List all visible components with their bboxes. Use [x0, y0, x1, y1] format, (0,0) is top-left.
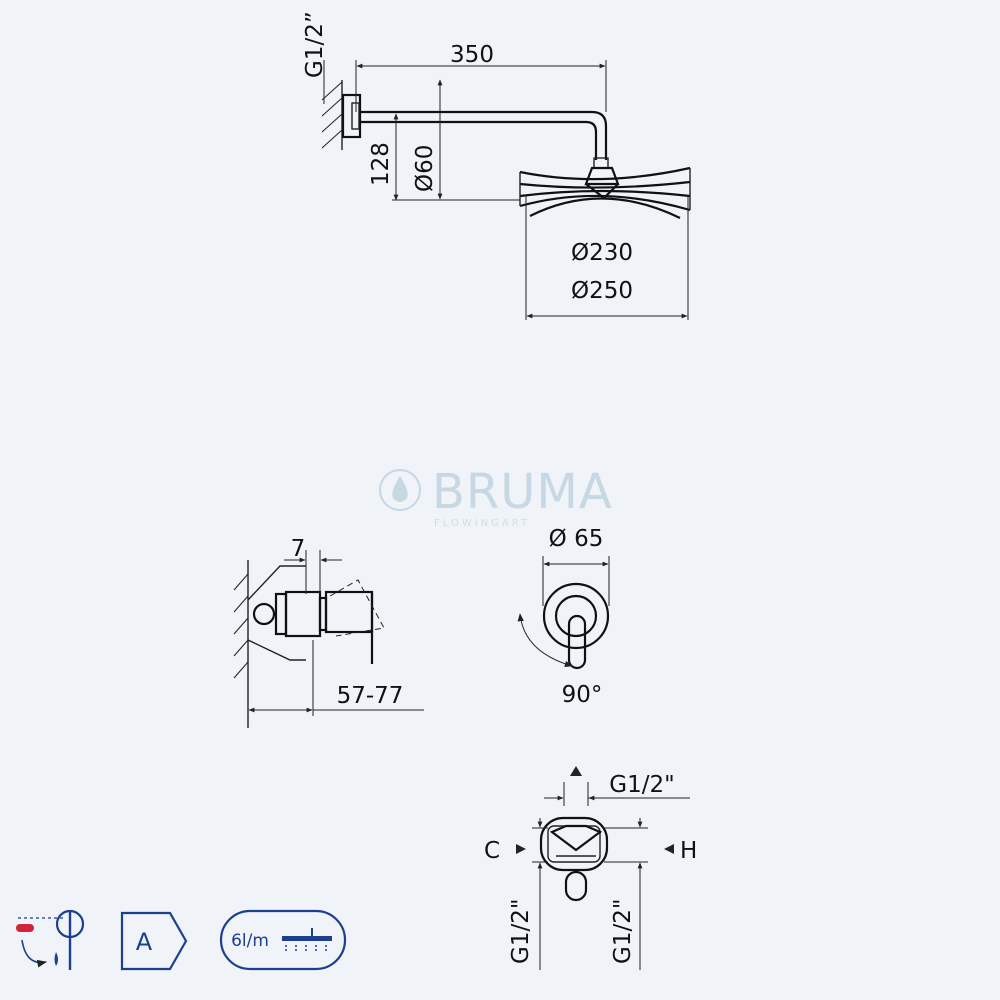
- shower-arm-drawing: 350 G1/2” Ø60 128 Ø230 Ø250: [302, 11, 691, 320]
- mixer-body-block: [274, 592, 288, 636]
- bruma-watermark: BRUMA FLOWINGART: [379, 464, 613, 529]
- watermark-tagline: FLOWINGART: [434, 518, 530, 529]
- mixer-wall-hatch: [233, 573, 249, 679]
- arm-upper-edge: [360, 110, 608, 160]
- drop-label: 128: [368, 142, 394, 186]
- rotation-label: 90°: [562, 682, 603, 708]
- rotation-arrow: [517, 613, 573, 668]
- energy-class-badge: A: [120, 911, 188, 971]
- mixer-spout-stub: [564, 870, 588, 902]
- plate-diameter-label: Ø 65: [549, 526, 604, 552]
- wall-hatch: [321, 80, 343, 150]
- head-inner-diameter-label: Ø230: [571, 240, 633, 266]
- offset-label: 7: [291, 536, 306, 562]
- mixer-cartridge: [284, 590, 322, 638]
- cold-label: C: [484, 838, 500, 864]
- hot-label: H: [680, 838, 697, 864]
- shower-head-icon: [282, 928, 332, 952]
- mixer-front-view: Ø 65 90°: [517, 526, 610, 708]
- right-inlet-label: G1/2": [610, 899, 636, 964]
- wall-flange: [341, 93, 362, 139]
- cold-arrow-icon: [516, 844, 526, 854]
- watermark-brand: BRUMA: [432, 464, 613, 520]
- mixer-inlet-circle: [252, 602, 276, 626]
- outlet-up-arrow-icon: [570, 766, 582, 776]
- outlet-thread-label: G1/2": [609, 772, 674, 798]
- lever-front: [567, 614, 587, 670]
- mixer-body-view: G1/2" C G1/2" H G1/2": [484, 766, 697, 970]
- head-outer-diameter-label: Ø250: [571, 278, 633, 304]
- water-drop-icon: [392, 476, 408, 502]
- flow-rate-badge: 6l/m: [219, 909, 347, 971]
- arm-length-label: 350: [450, 42, 494, 68]
- energy-class-label: A: [136, 928, 153, 956]
- hot-arrow-icon: [664, 844, 674, 854]
- flow-rate-label: 6l/m: [231, 931, 269, 951]
- valve-v-icon: [549, 824, 603, 852]
- mixer-housing: [539, 816, 609, 872]
- flange-diameter-label: Ø60: [412, 145, 438, 192]
- left-inlet-label: G1/2": [508, 899, 534, 964]
- lever-rotated-dashed: [329, 579, 385, 637]
- arm-thread-label: G1/2”: [302, 11, 328, 78]
- depth-label: 57-77: [337, 683, 404, 709]
- shower-head-side: [519, 166, 691, 219]
- drop-logo-icon: [379, 469, 421, 511]
- mixer-side-view: 7 57-77: [233, 536, 424, 728]
- arm-lower-edge: [360, 120, 598, 160]
- cold-start-icon: [16, 909, 85, 970]
- ball-joint: [584, 166, 620, 186]
- mixer-handle-side: [324, 590, 374, 634]
